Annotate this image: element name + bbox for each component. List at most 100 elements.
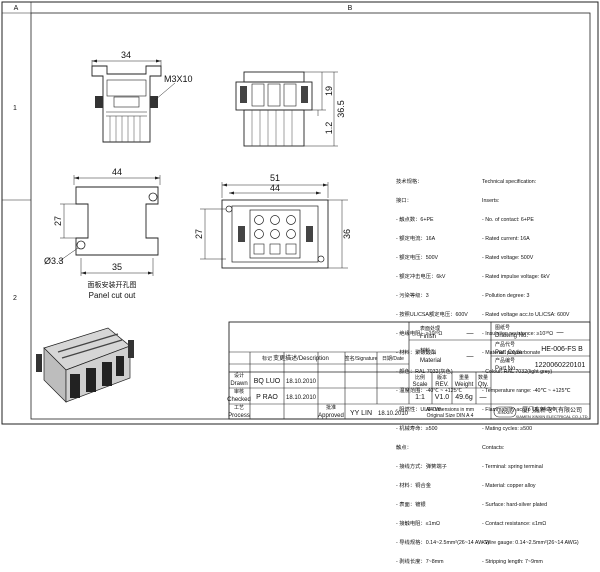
connector-3d-image [36,327,134,403]
company-name-cn: 厦门鑫新电气有限公司 [522,406,582,414]
scale-label-cn: 比例 [415,374,425,381]
dim-side-36-5: 36.5 [336,100,346,118]
part-code-label-cn: 产品代号 [495,341,515,348]
approved-name: YY LIN [350,410,372,417]
drawing-no-value: — [557,329,564,336]
sheet-size-note: Original Size DIN A 4 [427,413,474,419]
spec-en-line: - Material: polycarbonate [482,349,541,356]
signature-header: 签名/Signature [345,355,378,362]
rev-label-en: REV. [435,382,449,388]
spec-cn-line: - 阻燃性：UL94 V0 [396,407,442,414]
spec-chinese: 技术规格： 接口： - 触点数：6+PE - 额定电流：16A - 额定电压：5… [396,166,489,572]
spec-cn-line: - 污染等级：3 [396,292,429,299]
checked-name: P RAO [256,394,278,401]
spec-cn-line: - 表面：镀银 [396,502,426,509]
spec-cn-line: - 颜色：RAL 7032(灰色) [396,369,453,375]
dimensions-note: All Dimensions in mm [426,407,474,413]
process-label-cn: 工艺 [234,405,244,411]
drawn-name: BQ LUO [254,378,281,385]
drawn-label-cn: 设计 [234,372,244,379]
drawing-no-label-cn: 图纸号 [495,324,510,331]
dim-front-inner-width: 44 [270,183,280,193]
material-label-en: Material [420,358,441,364]
spec-cn-line: - 剥线长度：7~8mm [396,559,444,566]
spec-en-line: - Contact resistance: ≤1mΩ [482,521,547,528]
approved-date: 18.10.2010 [378,411,409,417]
spec-en-line: - Stripping length: 7~9mm [482,559,543,566]
zone-label-2: 2 [13,295,17,302]
process-label-en: Process [228,413,250,419]
finish-label-cn: 表面处理 [420,325,440,332]
weight-value: 49.6g [455,394,473,401]
spec-en-line: - Rated current: 16A [482,235,530,242]
dim-front-height-36: 36 [342,229,352,239]
scale-label-en: Scale [412,382,428,388]
spec-en-line: - Terminal: spring terminal [482,464,543,471]
spec-en-line: - Rated voltage: 500V [482,254,534,261]
dim-cut-width: 44 [112,167,122,177]
spec-cn-line: - 机械寿命：≥500 [396,426,438,433]
spec-en-line: - Colour: RAL 7032(light grey) [482,369,553,375]
drawing-no-label-en: Drawing No. [495,333,528,339]
drawn-label-en: Drawn [230,381,247,387]
panel-cutout-label-cn: 面板安装开孔图 [88,280,137,289]
spec-cn-line: - 导线规格：0.14~2.5mm²(26~14 AWG) [396,540,490,547]
spec-cn-section: 接口： [396,197,412,204]
spec-cn-title: 技术规格： [396,178,423,185]
checked-label-en: Checked [227,397,251,403]
spec-en-line: - Pollution degree: 3 [482,292,530,299]
spec-en-line: - Material: copper alloy [482,483,536,490]
company-name-en: XIAMEN XINXIN ELECTRICAL CO.,LTD. [515,414,588,419]
spec-cn-line: - 额定冲击电压：6kV [396,273,446,280]
spec-en-line: - No. of contact: 6+PE [482,216,534,223]
spec-cn-line: - 额定电流：16A [396,235,436,242]
spec-cn-line: - 绝缘电阻：≥10¹⁰Ω [396,330,443,337]
scale-value: 1:1 [415,394,425,401]
spec-en-line: - Flammability acc.to UL 94: V0 [482,407,556,414]
qty-label-en: Qty. [478,382,489,388]
dim-top-width: 34 [121,50,131,60]
material-value: — [467,353,474,360]
side-view [235,71,338,147]
rev-value: V1.0 [435,394,450,401]
spec-cn-line: - 材料：聚碳酸酯 [396,349,437,356]
panel-cutout-label-en: Panel cut out [89,291,136,300]
dim-side-19: 19 [324,86,334,96]
spec-en-title: Technical specification: [482,178,537,185]
spec-cn-line: - 接线方式：弹簧端子 [396,464,447,471]
spec-en-line: - Mating cycles: ≥500 [482,426,533,433]
dim-front-height-27: 27 [194,229,204,239]
dim-cut-height: 27 [53,216,63,226]
spec-en-line: - Surface: hard-silver plated [482,502,548,509]
checked-date: 18.10.2010 [286,395,317,401]
part-code-value: HE-006-FS B [541,346,583,353]
zone-label-1: 1 [13,105,17,112]
part-no-label-cn: 产品编号 [495,357,515,364]
dim-front-width: 51 [270,173,280,183]
rev-label-cn: 版本 [437,374,447,381]
dim-side-1-2: 1.2 [324,122,334,135]
finish-label-en: Finish [420,334,436,340]
spec-en-section: Inserts: [482,197,500,204]
spec-cn-line: - 材料：铜合金 [396,483,432,490]
spec-en-line: - Rated impulse voltage: 6kV [482,273,550,280]
title-block [228,321,591,420]
dim-cut-hole: Ø3.3 [44,256,64,266]
drawn-date: 18.10.2010 [286,379,317,385]
spec-cn-section: 触点： [396,445,412,452]
weight-label-cn: 重量 [459,374,469,381]
spec-cn-line: - 接触电阻：≤1mΩ [396,521,440,528]
checked-label-cn: 审核 [234,388,244,395]
spec-en-line: - Wire gauge: 0.14~2.5mm²(26~14 AWG) [482,540,579,547]
approved-label-en: Approved [318,413,344,419]
weight-label-en: Weight [455,382,474,388]
drawing-sheet: A B 1 2 34 M3X10 [1,1,599,425]
spec-cn-line: - 温度范围：-40℃ ~ +125℃ [396,388,462,395]
material-label-cn: 材料 [420,347,430,354]
approved-label-cn: 批准 [326,404,336,411]
spec-en-section: Contacts: [482,445,505,452]
part-code-label-en: Part Code [495,350,523,356]
zone-label-b: B [348,5,353,12]
part-no-label-en: Part No. [495,366,517,372]
spec-english: Technical specification: Inserts: - No. … [482,166,579,572]
